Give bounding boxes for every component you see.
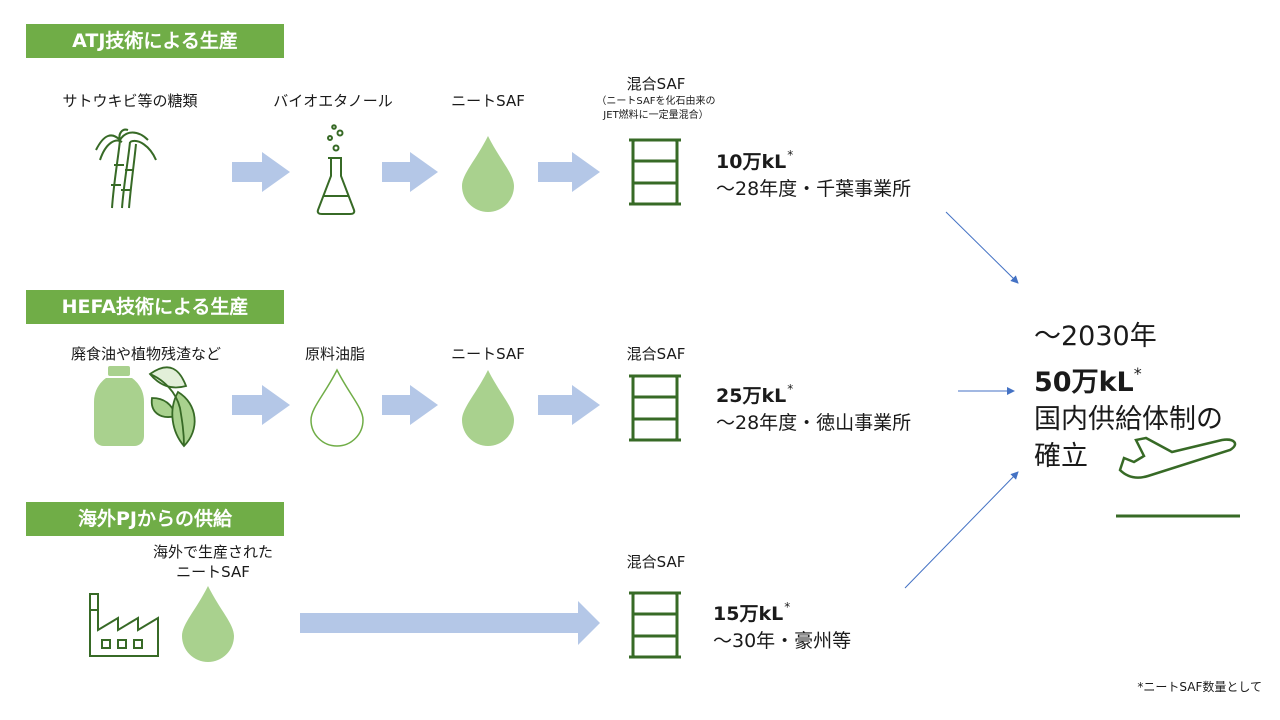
drop-icon	[462, 370, 514, 446]
label-overseas-produced: 海外で生産された	[152, 543, 273, 561]
flask-icon	[316, 124, 356, 215]
quantity-overseas: 15万kL* ～30年・豪州等	[713, 594, 851, 655]
footnote: *ニートSAF数量として	[1137, 680, 1262, 694]
sugarcane-icon	[95, 128, 157, 209]
summary-year: ～2030年	[1034, 321, 1157, 352]
arrow-right-icon	[232, 385, 290, 425]
label-neat-saf-2: ニートSAF	[451, 345, 525, 363]
drum-icon	[629, 591, 681, 659]
factory-icon	[89, 593, 159, 657]
bottle-icon	[94, 366, 144, 446]
quantity-value: 25万kL	[716, 385, 787, 407]
summary-total: 50万kL	[1034, 367, 1134, 398]
connector-overseas	[904, 471, 1019, 589]
label-blended-saf: 混合SAF	[626, 75, 686, 93]
connector-atj	[945, 211, 1019, 284]
arrow-right-icon	[538, 152, 600, 192]
label-blended-saf-2: 混合SAF	[626, 345, 686, 363]
airplane-icon	[1116, 436, 1240, 518]
quantity-value: 15万kL	[713, 603, 784, 625]
quantity-hefa: 25万kL* ～28年度・徳山事業所	[716, 376, 911, 437]
asterisk-mark: *	[787, 148, 794, 162]
quantity-detail: ～28年度・千葉事業所	[716, 178, 912, 200]
quantity-atj: 10万kL* ～28年度・千葉事業所	[716, 142, 911, 203]
label-neat-saf-3: ニートSAF	[176, 563, 250, 581]
summary-line3: 国内供給体制の	[1034, 404, 1223, 435]
flow-arrows-row2	[232, 385, 600, 425]
header-overseas: 海外PJからの供給	[26, 502, 284, 536]
label-blend-note-1: （ニートSAFを化石由来の	[596, 96, 716, 107]
label-waste-oil: 廃食油や植物残渣など	[70, 345, 221, 363]
quantity-detail: ～30年・豪州等	[713, 630, 852, 652]
flow-arrows-row1	[232, 152, 600, 192]
summary-block: ～2030年 50万kL* 国内供給体制の 確立	[1034, 318, 1223, 475]
summary-line4: 確立	[1034, 441, 1088, 472]
leaves-icon	[148, 366, 196, 448]
asterisk-mark: *	[784, 600, 791, 614]
drop-outline-icon	[310, 368, 364, 447]
arrow-right-icon	[232, 152, 290, 192]
drop-icon	[462, 136, 514, 212]
arrow-long-icon	[300, 601, 600, 645]
label-feedstock-oil: 原料油脂	[304, 345, 365, 363]
arrow-right-icon	[538, 385, 600, 425]
label-blended-saf-3: 混合SAF	[626, 553, 686, 571]
quantity-value: 10万kL	[716, 151, 787, 173]
drop-icon	[182, 586, 234, 662]
drum-icon	[629, 138, 681, 206]
label-neat-saf: ニートSAF	[451, 92, 525, 110]
quantity-detail: ～28年度・徳山事業所	[716, 412, 912, 434]
asterisk-mark: *	[787, 382, 794, 396]
asterisk-mark: *	[1133, 364, 1142, 383]
arrow-right-icon	[382, 152, 438, 192]
drum-icon	[629, 374, 681, 442]
arrow-right-icon	[382, 385, 438, 425]
label-sugar: サトウキビ等の糖類	[62, 92, 198, 110]
label-blend-note-2: JET燃料に一定量混合）	[603, 110, 709, 121]
label-bioethanol: バイオエタノール	[273, 92, 393, 110]
header-atj: ATJ技術による生産	[26, 24, 284, 58]
header-hefa: HEFA技術による生産	[26, 290, 284, 324]
